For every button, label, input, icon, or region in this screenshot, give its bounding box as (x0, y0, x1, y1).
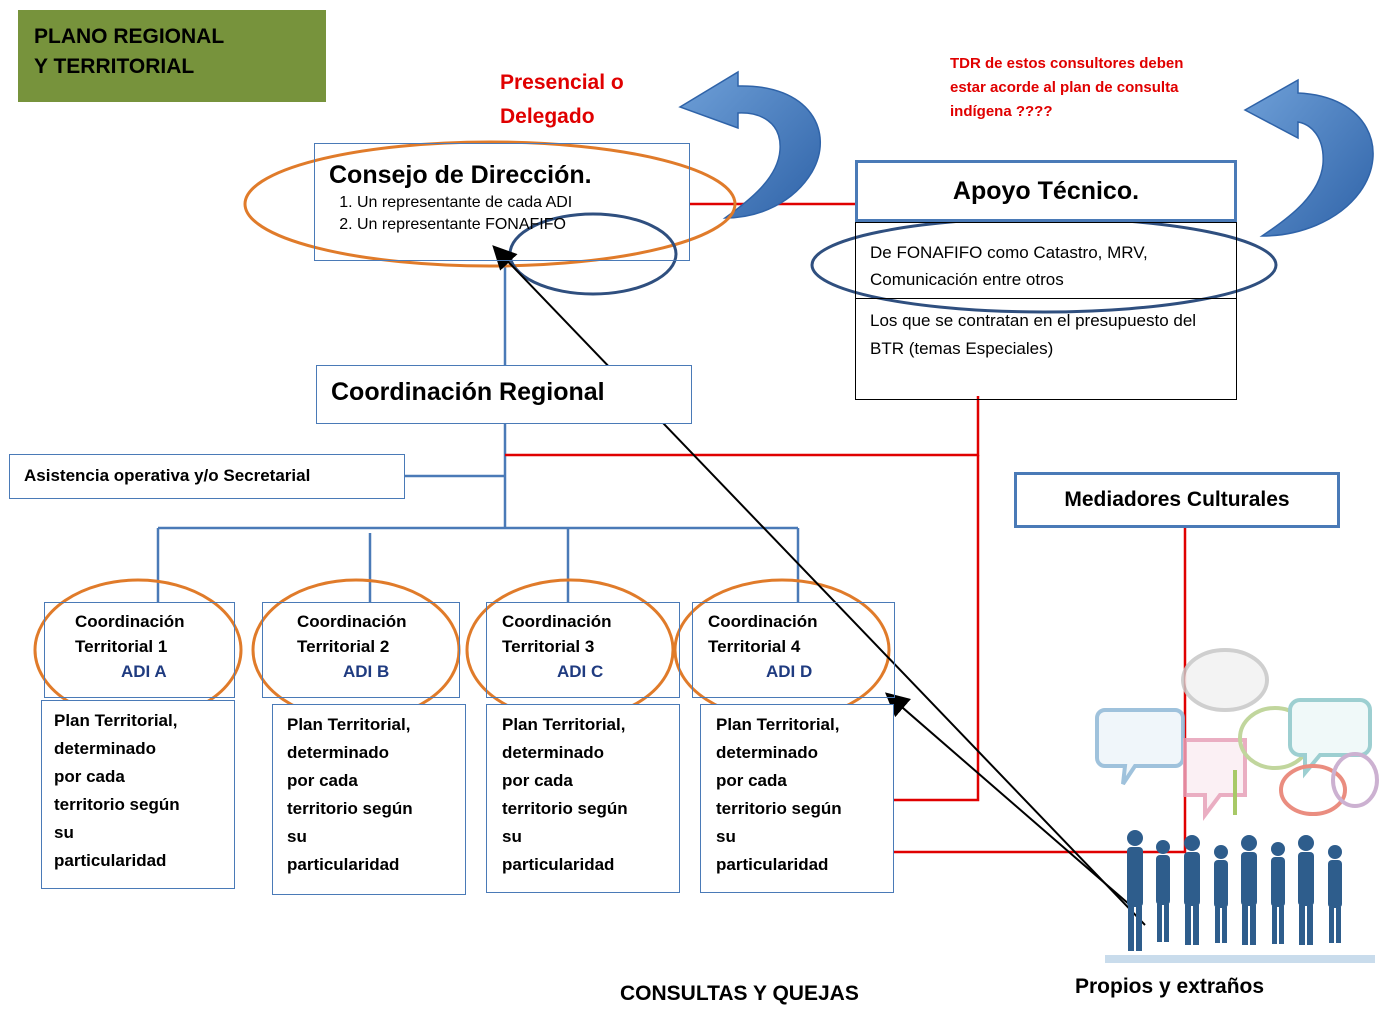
plan-territorial-3: Plan Territorial, determinado por cada t… (486, 704, 680, 893)
consultas-quejas-label: CONSULTAS Y QUEJAS (620, 982, 859, 1005)
coordinacion-regional-label: Coordinación Regional (331, 378, 605, 406)
tdr-line-3: indígena ???? (950, 103, 1053, 120)
plan-territorial-2: Plan Territorial, determinado por cada t… (272, 704, 466, 895)
plan-line: Plan Territorial, (716, 715, 840, 734)
plan-territorial-1: Plan Territorial, determinado por cada t… (41, 700, 235, 889)
apoyo-section-fonafifo: De FONAFIFO como Catastro, MRV, Comunica… (856, 223, 1236, 299)
coordinacion-territorial-3: Coordinación Territorial 3 ADI C (486, 602, 680, 698)
consejo-list: Un representante de cada ADI Un represen… (329, 192, 689, 236)
plan-line: particularidad (54, 851, 167, 870)
coordinacion-regional-box: Coordinación Regional (316, 365, 692, 424)
people-speech-bubbles-icon (1095, 648, 1379, 963)
plan-title-line-1: PLANO REGIONAL (34, 25, 225, 48)
consejo-title: Consejo de Dirección. (329, 161, 592, 189)
plan-line: determinado (502, 743, 605, 762)
apoyo-tecnico-detail-box: De FONAFIFO como Catastro, MRV, Comunica… (855, 222, 1237, 400)
adi-label: ADI C (557, 662, 604, 681)
consejo-item: Un representante FONAFIFO (357, 214, 689, 236)
tdr-line-1: TDR de estos consultores deben (950, 55, 1184, 72)
curved-arrow-right (1243, 78, 1374, 237)
plan-line: determinado (716, 743, 819, 762)
plan-line: territorio según (716, 799, 842, 818)
plan-line: territorio según (287, 799, 413, 818)
plan-line: por cada (287, 771, 358, 790)
coordinacion-territorial-2: Coordinación Territorial 2 ADI B (262, 602, 460, 698)
territorial-line-2: Territorial 3 (502, 637, 595, 656)
coordinacion-territorial-4: Coordinación Territorial 4 ADI D (692, 602, 895, 698)
apoyo-tecnico-title-box: Apoyo Técnico. (855, 160, 1237, 222)
adi-label: ADI D (766, 662, 813, 681)
plan-line: su (287, 827, 307, 846)
apoyo-section-btr: Los que se contratan en el presupuesto d… (870, 311, 1197, 358)
presencial-line-1: Presencial o (500, 71, 624, 94)
plan-territorial-4: Plan Territorial, determinado por cada t… (700, 704, 894, 893)
consejo-direccion-box: Consejo de Dirección. Un representante d… (314, 143, 690, 261)
plan-line: territorio según (54, 795, 180, 814)
curved-arrow-left (678, 70, 821, 219)
apoyo-title: Apoyo Técnico. (952, 177, 1140, 205)
territorial-line-1: Coordinación (75, 612, 185, 631)
tdr-annotation: TDR de estos consultores deben estar aco… (950, 52, 1183, 124)
tdr-line-2: estar acorde al plan de consulta (950, 79, 1179, 96)
adi-label: ADI A (121, 662, 167, 681)
presencial-line-2: Delegado (500, 105, 595, 128)
plan-line: Plan Territorial, (502, 715, 626, 734)
plan-line: determinado (54, 739, 157, 758)
plan-line: territorio según (502, 799, 628, 818)
plan-line: su (502, 827, 522, 846)
territorial-line-1: Coordinación (708, 612, 818, 631)
plan-line: por cada (716, 771, 787, 790)
propios-extranos-label: Propios y extraños (1075, 975, 1265, 998)
territorial-line-1: Coordinación (297, 612, 407, 631)
plan-line: Plan Territorial, (287, 715, 411, 734)
mediadores-label: Mediadores Culturales (1064, 488, 1290, 511)
territorial-line-1: Coordinación (502, 612, 612, 631)
asistencia-label: Asistencia operativa y/o Secretarial (24, 466, 311, 485)
plan-title-line-2: Y TERRITORIAL (34, 55, 195, 78)
coordinacion-territorial-1: Coordinación Territorial 1 ADI A (44, 602, 235, 698)
plan-line: su (54, 823, 74, 842)
territorial-line-2: Territorial 4 (708, 637, 801, 656)
plan-line: particularidad (502, 855, 615, 874)
plan-line: por cada (502, 771, 573, 790)
plan-line: particularidad (287, 855, 400, 874)
plan-line: su (716, 827, 736, 846)
plan-line: por cada (54, 767, 125, 786)
mediadores-culturales-box: Mediadores Culturales (1014, 472, 1340, 528)
plan-line: Plan Territorial, (54, 711, 178, 730)
presencial-annotation: Presencial o Delegado (500, 66, 624, 134)
plan-line: particularidad (716, 855, 829, 874)
asistencia-box: Asistencia operativa y/o Secretarial (9, 454, 405, 499)
plan-line: determinado (287, 743, 390, 762)
territorial-line-2: Territorial 2 (297, 637, 390, 656)
adi-label: ADI B (343, 662, 390, 681)
consejo-item: Un representante de cada ADI (357, 192, 689, 214)
territorial-line-2: Territorial 1 (75, 637, 168, 656)
plan-title-badge: PLANO REGIONAL Y TERRITORIAL (18, 10, 326, 102)
